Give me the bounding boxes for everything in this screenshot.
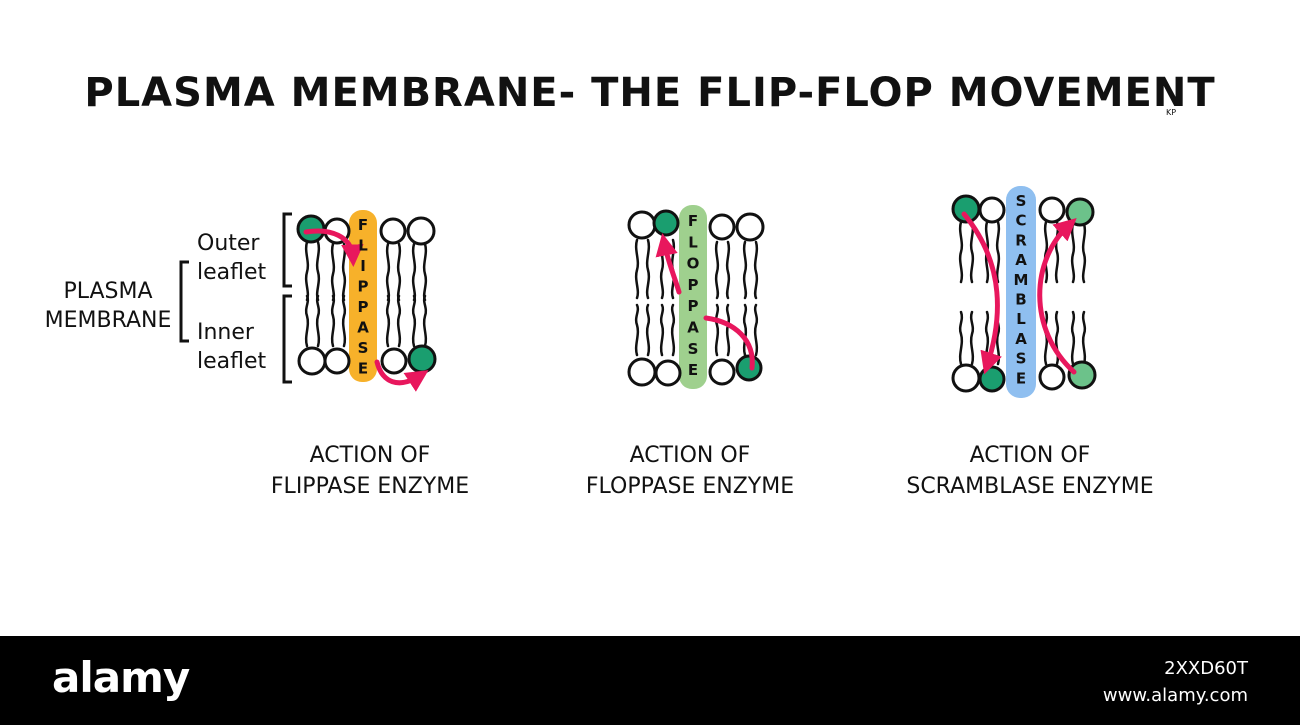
alamy-logo: alamy bbox=[52, 653, 190, 702]
enzyme-letter: E bbox=[1016, 369, 1026, 387]
enzyme-letter: L bbox=[1016, 310, 1026, 328]
floppase-panel: FLOPPASE bbox=[627, 205, 765, 389]
enzyme-letter: F bbox=[358, 216, 368, 234]
enzyme-letter: E bbox=[358, 360, 368, 378]
enzyme-letter: A bbox=[357, 319, 369, 337]
scramblase-letters: SCRAMBLASE bbox=[1014, 192, 1029, 387]
membrane-diagram: FLIPPASE FLOPPASE bbox=[179, 186, 1097, 398]
stock-website: www.alamy.com bbox=[1102, 685, 1248, 706]
stock-image-info: 2XXD60T www.alamy.com bbox=[1103, 655, 1248, 709]
outer-leaflet-bracket bbox=[282, 212, 292, 288]
enzyme-letter: A bbox=[1015, 330, 1027, 348]
inner-leaflet-label: Inner leaflet bbox=[197, 318, 266, 376]
lipid-tails-top bbox=[304, 240, 428, 302]
enzyme-letter: L bbox=[688, 233, 698, 251]
floppase-caption-line2: FLOPPASE ENZYME bbox=[585, 474, 795, 499]
enzyme-letter: P bbox=[688, 297, 699, 315]
flippase-panel: FLIPPASE bbox=[296, 210, 437, 392]
enzyme-letter: P bbox=[358, 278, 369, 296]
enzyme-letter: M bbox=[1014, 271, 1029, 289]
scramblase-arrows bbox=[961, 211, 1077, 375]
scramblase-caption: ACTION OF SCRAMBLASE ENZYME bbox=[860, 440, 1200, 502]
outer-leaflet-label-line2: leaflet bbox=[197, 260, 267, 285]
flippase-caption-line2: FLIPPASE ENZYME bbox=[270, 474, 470, 499]
plasma-membrane-bracket bbox=[179, 260, 189, 343]
author-initials: KP bbox=[1166, 108, 1177, 117]
floppase-caption: ACTION OF FLOPPASE ENZYME bbox=[520, 440, 860, 502]
outer-leaflet-label: Outer leaflet bbox=[197, 229, 266, 287]
scramblase-protein bbox=[1006, 186, 1036, 398]
enzyme-letter: R bbox=[1015, 231, 1027, 249]
outer-leaflet-label-line1: Outer bbox=[197, 231, 260, 256]
floppase-letters: FLOPPASE bbox=[687, 212, 700, 379]
enzyme-letter: S bbox=[1016, 350, 1027, 368]
enzyme-letter: C bbox=[1015, 212, 1026, 230]
flippase-arrows bbox=[303, 228, 429, 392]
lipid-tails-bottom bbox=[634, 303, 759, 357]
enzyme-letter: O bbox=[687, 255, 700, 273]
flippase-letters: FLIPPASE bbox=[357, 216, 369, 378]
enzyme-letter: S bbox=[358, 339, 369, 357]
enzyme-letter: A bbox=[1015, 251, 1027, 269]
diagram-title: PLASMA MEMBRANE- THE FLIP-FLOP MOVEMENT bbox=[84, 70, 1216, 116]
scramblase-caption-line1: ACTION OF bbox=[969, 443, 1091, 468]
enzyme-letter: A bbox=[687, 319, 699, 337]
plasma-membrane-label-line1: PLASMA bbox=[63, 279, 153, 304]
enzyme-letter: P bbox=[688, 276, 699, 294]
enzyme-letter: S bbox=[688, 340, 699, 358]
enzyme-letter: I bbox=[360, 257, 366, 275]
enzyme-letter: P bbox=[358, 298, 369, 316]
flippase-caption-line1: ACTION OF bbox=[309, 443, 431, 468]
plasma-membrane-label: PLASMA MEMBRANE bbox=[40, 277, 176, 335]
lipid-tails-bottom bbox=[304, 294, 428, 348]
floppase-caption-line1: ACTION OF bbox=[629, 443, 751, 468]
floppase-protein bbox=[679, 205, 707, 389]
floppase-arrows bbox=[655, 233, 755, 371]
enzyme-letter: E bbox=[688, 361, 698, 379]
lipid-tails-top bbox=[634, 238, 759, 300]
stock-image-id: 2XXD60T bbox=[1164, 658, 1248, 679]
scramblase-caption-line2: SCRAMBLASE ENZYME bbox=[906, 474, 1154, 499]
enzyme-letter: S bbox=[1016, 192, 1027, 210]
enzyme-letter: B bbox=[1015, 291, 1026, 309]
plasma-membrane-label-line2: MEMBRANE bbox=[44, 308, 172, 333]
inner-leaflet-label-line2: leaflet bbox=[197, 349, 267, 374]
flippase-caption: ACTION OF FLIPPASE ENZYME bbox=[200, 440, 540, 502]
stock-footer-bar bbox=[0, 636, 1300, 725]
inner-leaflet-bracket bbox=[282, 294, 292, 384]
scramblase-panel: SCRAMBLASE bbox=[951, 186, 1097, 398]
enzyme-letter: L bbox=[358, 237, 368, 255]
enzyme-letter: F bbox=[688, 212, 698, 230]
inner-leaflet-label-line1: Inner bbox=[197, 320, 254, 345]
